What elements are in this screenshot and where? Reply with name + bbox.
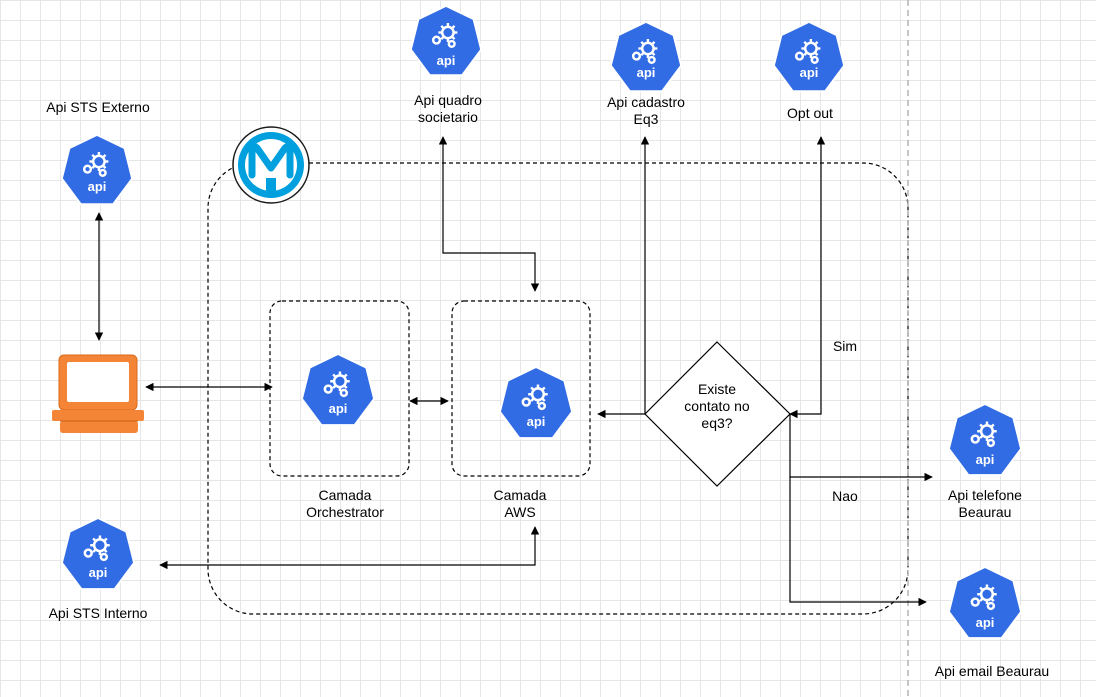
svg-text:api: api <box>329 401 348 416</box>
svg-text:api: api <box>89 565 108 580</box>
label-email: Api email Beaurau <box>934 663 1050 679</box>
connector-decision-telefone <box>789 414 933 482</box>
label-optout: Opt out <box>787 105 833 121</box>
label-cadastro: Api cadastro Eq3 <box>607 94 685 127</box>
connector-decision-email <box>789 477 927 607</box>
svg-text:api: api <box>88 179 107 194</box>
api-icon-optout[interactable]: api <box>772 20 846 93</box>
label-sim: Sim <box>832 338 858 354</box>
connector-quadro-aws <box>438 136 540 292</box>
label-sts-interno: Api STS Interno <box>48 605 148 621</box>
label-telefone: Api telefone Beaurau <box>948 487 1022 520</box>
mulesoft-container <box>207 162 909 615</box>
svg-text:api: api <box>976 452 995 467</box>
computer-icon[interactable] <box>52 354 144 433</box>
mulesoft-logo-icon <box>232 126 310 204</box>
api-icon-sts-externo[interactable]: api <box>60 133 134 206</box>
label-quadro: Api quadro societario <box>414 92 482 125</box>
label-orchestrator: Camada Orchestrator <box>306 487 384 520</box>
svg-text:api: api <box>637 65 656 80</box>
api-icon-cadastro[interactable]: api <box>609 20 683 93</box>
svg-text:api: api <box>976 615 995 630</box>
api-icon-aws[interactable]: api <box>498 365 574 440</box>
label-nao: Nao <box>832 488 858 504</box>
api-icon-quadro[interactable]: api <box>409 4 483 77</box>
label-sts-externo: Api STS Externo <box>46 99 150 115</box>
aws-container <box>451 300 591 477</box>
api-icon-telefone[interactable]: api <box>947 402 1023 477</box>
svg-text:api: api <box>800 65 819 80</box>
connector-sts-interno-aws <box>159 526 540 570</box>
svg-text:api: api <box>437 53 456 68</box>
label-decision: Existe contato no eq3? <box>684 381 750 431</box>
label-aws: Camada AWS <box>493 487 547 520</box>
decision-diamond[interactable] <box>644 341 791 487</box>
api-icon-sts-interno[interactable]: api <box>60 516 136 591</box>
connector-decision-optout <box>789 136 826 419</box>
svg-text:api: api <box>527 414 546 429</box>
api-icon-orchestrator[interactable]: api <box>300 352 376 427</box>
api-icon-email[interactable]: api <box>947 565 1023 640</box>
